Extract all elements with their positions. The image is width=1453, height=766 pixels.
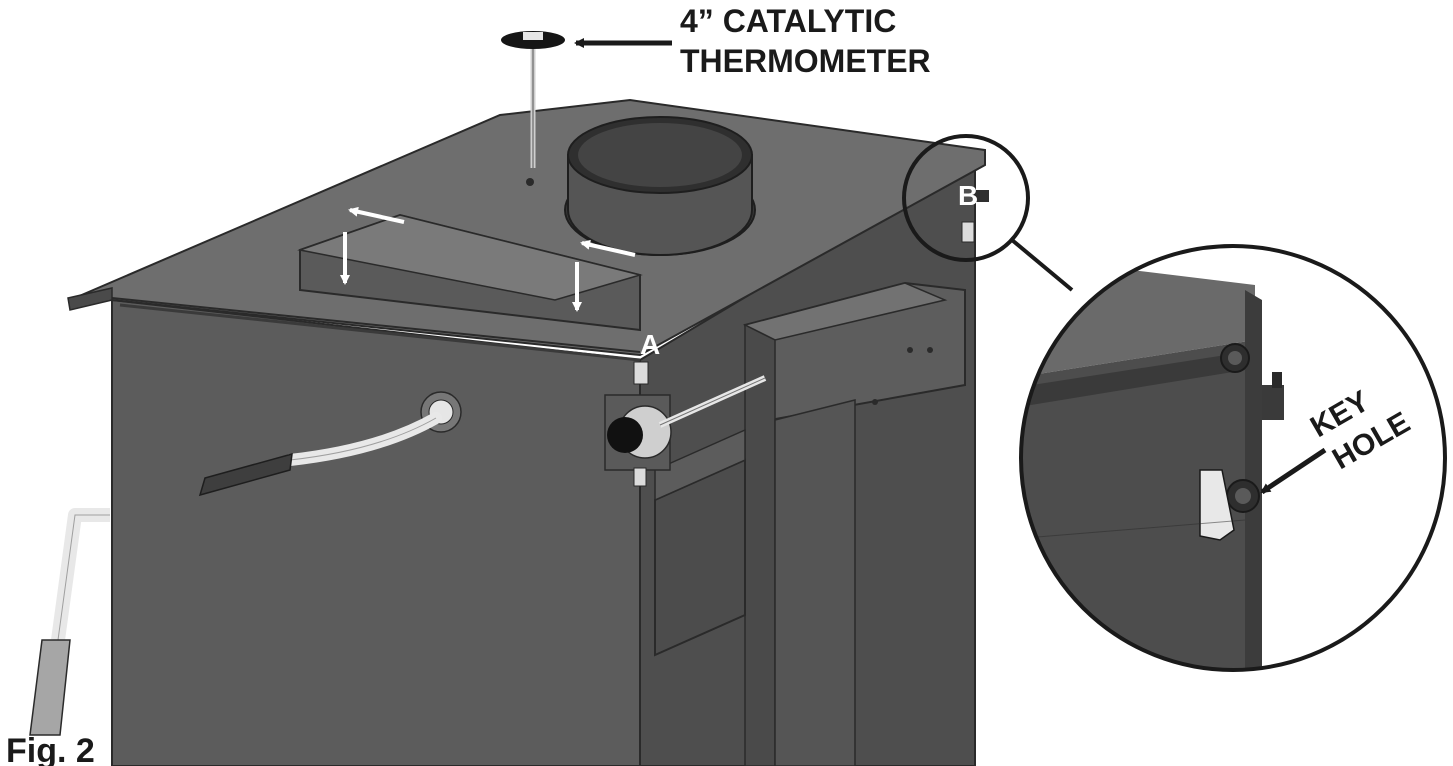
point-a-label: A (640, 329, 660, 360)
keyhole-arrow (1260, 447, 1327, 495)
figure-caption: Fig. 2 (6, 732, 95, 766)
crank-handle (29, 508, 110, 736)
thermometer-label-line1: 4” CATALYTIC (680, 3, 896, 39)
detail-ring-b (902, 134, 1030, 262)
arrow-left-2 (580, 239, 636, 257)
direction-arrows (340, 206, 636, 312)
catalytic-thermometer (501, 31, 565, 168)
arrow-left-1 (348, 206, 405, 224)
front-panel (111, 298, 641, 766)
top-surface (69, 98, 986, 357)
damper-dial (604, 375, 767, 471)
point-b-label: B (958, 180, 978, 211)
door-handle (198, 391, 462, 497)
top-lip (67, 287, 113, 311)
zoom-inset (1019, 244, 1447, 672)
thermometer-label-line2: THERMOMETER (680, 43, 931, 79)
stove-body (29, 98, 989, 766)
flue-collar (564, 116, 756, 256)
detail-leader (1010, 238, 1074, 292)
